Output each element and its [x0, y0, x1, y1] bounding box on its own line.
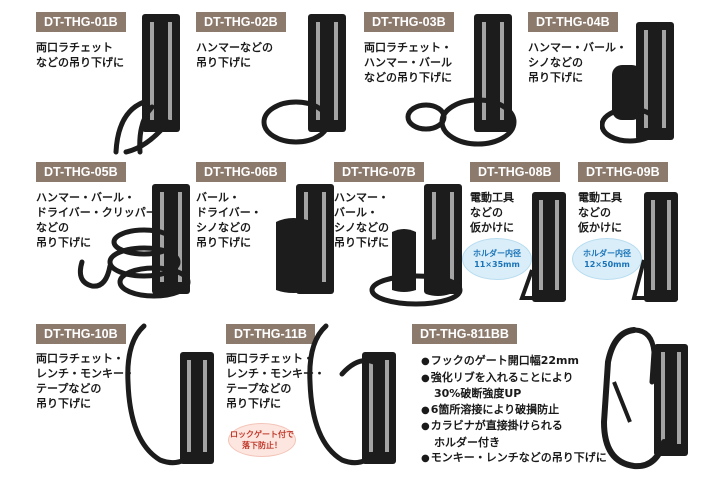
product-code: DT-THG-07B [334, 162, 424, 182]
holder-image-10b [125, 323, 214, 466]
feature-list: ●フックのゲート開口幅22mm ●強化リブを入れることにより 30%破断強度UP… [421, 353, 607, 467]
holder-image-03b [405, 14, 517, 147]
product-description: ハンマーなどの 吊り下げに [196, 41, 273, 69]
product-description: ハンマー・バール・ シノなどの 吊り下げに [528, 41, 627, 84]
product-code: DT-THG-01B [36, 12, 126, 32]
holder-image-06b [276, 184, 334, 294]
product-code: DT-THG-811BB [412, 324, 517, 344]
holder-image-04b [600, 22, 674, 144]
holder-image-05b [77, 184, 191, 299]
feature-item: ●モンキー・レンチなどの吊り下げに [421, 451, 607, 464]
holder-size-badge-09b: ホルダー内径 12×50mm [572, 238, 642, 280]
holder-image-11b [307, 323, 396, 466]
product-description: 両口ラチェット などの吊り下げに [36, 41, 124, 69]
product-code: DT-THG-03B [364, 12, 454, 32]
product-description: 両口ラチェット・ レンチ・モンキー・ テープなどの 吊り下げに [36, 352, 135, 410]
product-code: DT-THG-11B [226, 324, 315, 344]
product-code: DT-THG-05B [36, 162, 126, 182]
holder-image-09b [631, 192, 678, 302]
product-description: ハンマー・ バール・ シノなどの 吊り下げに [334, 191, 389, 249]
lock-gate-badge: ロックゲート付で 落下防止！ [228, 423, 296, 457]
holder-image-07b [369, 184, 463, 307]
product-code: DT-THG-08B [470, 162, 560, 182]
feature-item: ホルダー付き [434, 435, 500, 449]
holder-image-01b [113, 14, 180, 155]
holder-image-08b [519, 192, 566, 302]
holder-image-811bb [600, 327, 688, 470]
product-description: 電動工具 などの 仮かけに [470, 191, 514, 234]
product-description: 両口ラチェット・ レンチ・モンキー・ テープなどの 吊り下げに [226, 352, 325, 410]
product-code: DT-THG-10B [36, 324, 126, 344]
feature-item: ●フックのゲート開口幅22mm [421, 354, 579, 367]
product-description: 両口ラチェット・ ハンマー・バール などの吊り下げに [364, 41, 452, 84]
feature-item: ●強化リブを入れることにより [421, 370, 574, 384]
product-code: DT-THG-09B [578, 162, 668, 182]
product-description: バール・ ドライバー・ シノなどの 吊り下げに [196, 191, 262, 249]
holder-image-02b [261, 14, 346, 145]
feature-item: 30%破断強度UP [434, 387, 522, 400]
product-description: ハンマー・バール・ ドライバー・クリッパー などの 吊り下げに [36, 191, 157, 249]
product-code: DT-THG-02B [196, 12, 286, 32]
feature-item: ●カラビナが直接掛けられる [421, 419, 563, 432]
feature-item: ●6箇所溶接により破損防止 [421, 402, 560, 416]
holder-size-badge-08b: ホルダー内径 11×35mm [462, 238, 532, 280]
product-code: DT-THG-06B [196, 162, 286, 182]
product-description: 電動工具 などの 仮かけに [578, 191, 622, 234]
product-code: DT-THG-04B [528, 12, 618, 32]
